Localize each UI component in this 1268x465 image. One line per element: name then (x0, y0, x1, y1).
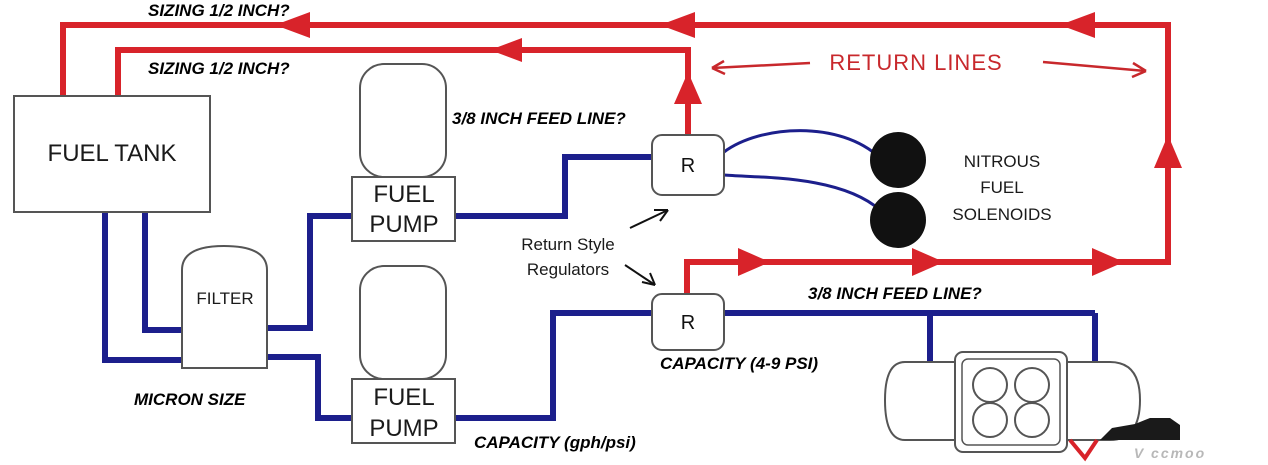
pump-bottom-line1: FUEL (373, 384, 434, 411)
watermark-logo: V ccmoo (1068, 418, 1206, 462)
pump-top-line2: PUMP (369, 211, 438, 238)
return-lines-label: RETURN LINES (829, 50, 1002, 75)
arrow-right-3 (1092, 248, 1124, 276)
return-lines-annotation: RETURN LINES (711, 50, 1147, 79)
logo-text: V ccmoo (1134, 445, 1206, 461)
feed-line-label-lower: 3/8 INCH FEED LINE? (808, 284, 982, 303)
feed-filter-pump-bottom (267, 354, 352, 421)
feed-filter-pump-top (267, 213, 352, 331)
pump-top-line1: FUEL (373, 181, 434, 208)
solenoid-top (870, 132, 926, 188)
regulator-top: R (651, 134, 725, 196)
filter-label: FILTER (196, 289, 253, 308)
regulator-bottom-label: R (681, 312, 695, 334)
barrel-3 (972, 402, 1008, 438)
nitrous-line2: FUEL (980, 178, 1023, 197)
nitrous-line1: NITROUS (964, 152, 1041, 171)
solenoid-line-2 (723, 173, 881, 212)
feed-pump-reg-top (455, 154, 652, 219)
pump-top-box (351, 176, 456, 242)
feed-lines (102, 154, 1098, 421)
engine-intake (883, 351, 1142, 453)
filter: FILTER (181, 244, 268, 369)
return-arrow-left (711, 61, 811, 70)
barrel-4 (1014, 402, 1050, 438)
return-style-line2: Regulators (527, 260, 609, 279)
nitrous-solenoids (870, 132, 926, 248)
logo-v-mark (1068, 438, 1099, 462)
pump-bottom-box (351, 378, 456, 444)
regulator-pointers (624, 209, 669, 286)
solenoid-line-1 (723, 129, 882, 160)
feed-tank-filter-1 (102, 212, 185, 363)
barrel-2 (1014, 367, 1050, 403)
fuel-tank-label: FUEL TANK (48, 140, 177, 167)
barrel-1 (972, 367, 1008, 403)
micron-size-label: MICRON SIZE (134, 390, 246, 409)
pointer-to-upper-regulator (629, 209, 669, 229)
arrow-left-1 (275, 12, 310, 38)
fuel-pump-top: FUEL PUMP (351, 63, 456, 242)
arrow-up-1 (674, 72, 702, 104)
engine-throttle-body (954, 351, 1068, 453)
feed-line-label-upper: 3/8 INCH FEED LINE? (452, 109, 626, 128)
logo-car-silhouette (1100, 418, 1180, 440)
return-style-line1: Return Style (521, 235, 615, 254)
pump-top-canister (359, 63, 447, 178)
pump-bottom-canister (359, 265, 447, 380)
capacity-regulator-label: CAPACITY (4-9 PSI) (660, 354, 818, 373)
arrow-up-2 (1154, 135, 1182, 168)
pump-bottom-line2: PUMP (369, 415, 438, 442)
regulator-bottom: R (651, 293, 725, 351)
arrow-left-3 (1060, 12, 1095, 38)
fuel-pump-bottom: FUEL PUMP (351, 265, 456, 444)
arrow-left-2 (660, 12, 695, 38)
sizing-label-second: SIZING 1/2 INCH? (148, 59, 290, 78)
arrow-right-1 (738, 248, 770, 276)
return-arrowheads (275, 12, 1182, 276)
nitrous-line3: SOLENOIDS (952, 205, 1051, 224)
regulator-top-label: R (681, 155, 695, 177)
capacity-pump-label: CAPACITY (gph/psi) (474, 433, 636, 452)
solenoid-lines (723, 129, 882, 212)
feed-tank-filter-2 (142, 212, 185, 333)
pointer-to-lower-regulator (624, 264, 656, 286)
feed-pump-reg-bottom (455, 310, 652, 421)
sizing-label-top: SIZING 1/2 INCH? (148, 1, 290, 20)
solenoid-bottom (870, 192, 926, 248)
arrow-right-2 (912, 248, 944, 276)
arrow-left-4 (490, 38, 522, 62)
fuel-tank: FUEL TANK (13, 95, 211, 213)
return-arrow-right (1042, 60, 1147, 73)
